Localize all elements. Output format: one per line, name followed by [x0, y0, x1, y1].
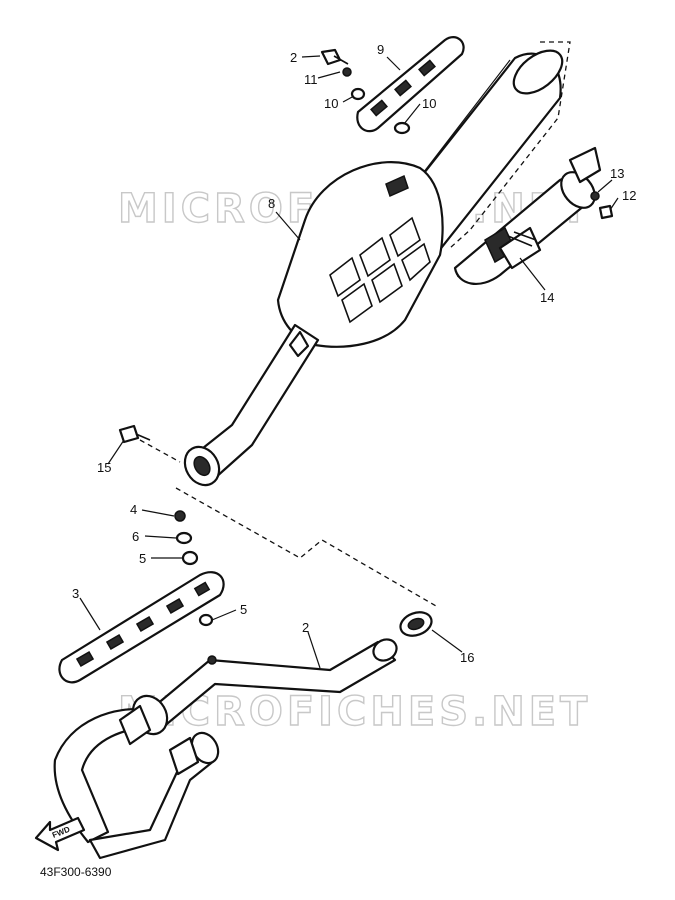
- callout-11: 11: [304, 72, 318, 87]
- callout-4: 4: [130, 502, 137, 517]
- callout-labels: 2 11 10 9 10 8 13 12 14 15 4 6 5 5 3 2 1…: [72, 42, 636, 665]
- callout-6: 6: [132, 529, 139, 544]
- heat-shield-muffler: [276, 161, 444, 348]
- exhaust-gasket: [399, 611, 433, 637]
- fasteners-top: [320, 48, 411, 135]
- callout-8: 9: [377, 42, 384, 57]
- fasteners-right: [590, 191, 614, 220]
- callout-7: 8: [268, 196, 275, 211]
- callout-5a: 5: [139, 551, 146, 566]
- callout-9: 2: [290, 50, 297, 65]
- heat-protector-small: [356, 36, 465, 133]
- callout-15: 16: [460, 650, 474, 665]
- callout-2: 2: [302, 620, 309, 635]
- heat-protector-pipe: [58, 571, 225, 684]
- callout-10b: 10: [422, 96, 436, 111]
- part-code: 43F300-6390: [40, 865, 112, 879]
- callout-13: 12: [622, 188, 636, 203]
- callout-12: 14: [540, 290, 554, 305]
- clamp-bolt: [118, 424, 151, 444]
- callout-3: 3: [72, 586, 79, 601]
- callout-5b: 5: [240, 602, 247, 617]
- callout-10a: 10: [324, 96, 338, 111]
- muffler-inlet-pipe: [183, 323, 320, 487]
- forward-arrow: FWD: [34, 816, 86, 852]
- fasteners-mid: [174, 510, 214, 627]
- callout-16: 15: [97, 460, 111, 475]
- tail-pipe: [453, 146, 602, 285]
- exhaust-header-pipe: [53, 638, 398, 860]
- leader-lines: [79, 55, 619, 669]
- callout-14: 13: [610, 166, 624, 181]
